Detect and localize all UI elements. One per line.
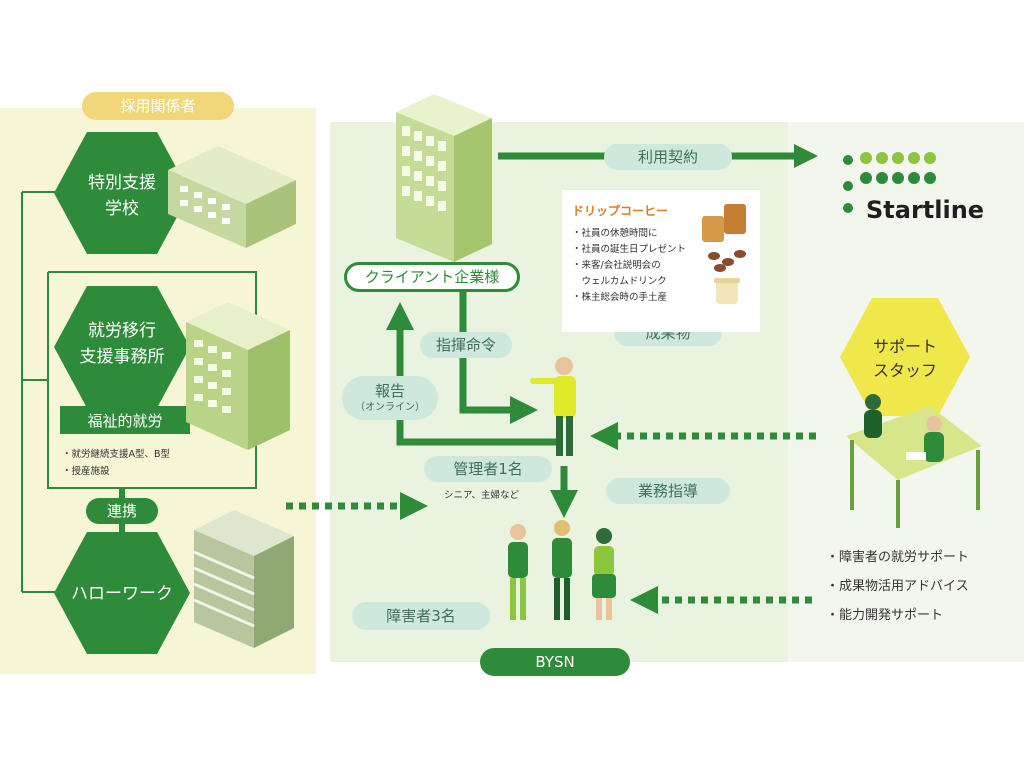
coffee-product-icon — [702, 204, 746, 304]
client-company-label: クライアント企業様 — [344, 262, 520, 292]
report-label: 報告 （オンライン） — [342, 376, 438, 420]
support-bullet: ・障害者の就労サポート — [826, 550, 970, 565]
svg-text:スタッフ: スタッフ — [873, 361, 937, 380]
startline-logo-dots — [860, 152, 936, 184]
hex-transition-support: 就労移行 支援事務所 — [54, 286, 190, 408]
guidance-label: 業務指導 — [606, 478, 730, 504]
svg-text:サポート: サポート — [873, 337, 937, 356]
hex-special-school: 特別支援 学校 — [54, 132, 190, 254]
client-building-illustration — [396, 94, 492, 262]
svg-text:就労移行: 就労移行 — [88, 321, 156, 341]
support-staff-hex: サポート スタッフ — [840, 298, 970, 416]
people-illustration — [508, 357, 616, 620]
welfare-item: ・就労継続支援A型、B型 — [62, 449, 171, 460]
coffee-item: ・来客/会社説明会の — [572, 260, 661, 271]
link-label: 連携 — [86, 498, 158, 524]
support-bullet: ・成果物活用アドバイス — [826, 579, 969, 594]
bysn-label: BYSN — [480, 648, 630, 676]
support-desk-illustration — [846, 394, 982, 528]
disabled-workers-label: 障害者3名 — [352, 602, 490, 630]
hex-hello-work: ハローワーク — [54, 532, 190, 654]
coffee-item: ・社員の誕生日プレゼント — [572, 244, 687, 255]
coffee-item: ・株主総会時の手土産 — [572, 292, 668, 303]
coffee-item: ウェルカムドリンク — [572, 276, 667, 287]
hello-work-building-illustration — [194, 510, 294, 648]
coffee-card-items: ・社員の休憩時間に・社員の誕生日プレゼント・来客/会社説明会の ウェルカムドリン… — [572, 226, 686, 306]
support-bullets: ・障害者の就労サポート ・成果物活用アドバイス ・能力開発サポート — [826, 546, 969, 633]
svg-text:ハローワーク: ハローワーク — [71, 584, 173, 604]
startline-logo: Startline — [866, 196, 985, 224]
recruitment-header: 採用関係者 — [82, 92, 234, 120]
command-label: 指揮命令 — [420, 332, 512, 358]
welfare-items: ・就労継続支援A型、B型 ・授産施設 — [62, 446, 170, 480]
svg-text:特別支援: 特別支援 — [88, 173, 156, 193]
manager-subtitle: シニア、主婦など — [444, 490, 520, 501]
welfare-label: 福祉的就労 — [60, 406, 190, 434]
manager-label: 管理者1名 — [424, 456, 552, 482]
coffee-card-title: ドリップコーヒー — [572, 204, 669, 218]
svg-text:学校: 学校 — [105, 199, 139, 219]
startline-logo-mark — [843, 155, 853, 213]
office-building-illustration — [186, 302, 290, 450]
report-subtitle: （オンライン） — [355, 401, 425, 413]
school-building-illustration — [168, 146, 296, 248]
contract-label: 利用契約 — [604, 144, 732, 170]
svg-text:支援事務所: 支援事務所 — [80, 347, 165, 367]
support-bullet: ・能力開発サポート — [826, 608, 944, 623]
coffee-item: ・社員の休憩時間に — [572, 228, 658, 239]
coffee-card: ドリップコーヒー ・社員の休憩時間に・社員の誕生日プレゼント・来客/会社説明会の… — [562, 190, 760, 332]
welfare-item: ・授産施設 — [62, 466, 110, 477]
report-title: 報告 — [374, 381, 405, 400]
